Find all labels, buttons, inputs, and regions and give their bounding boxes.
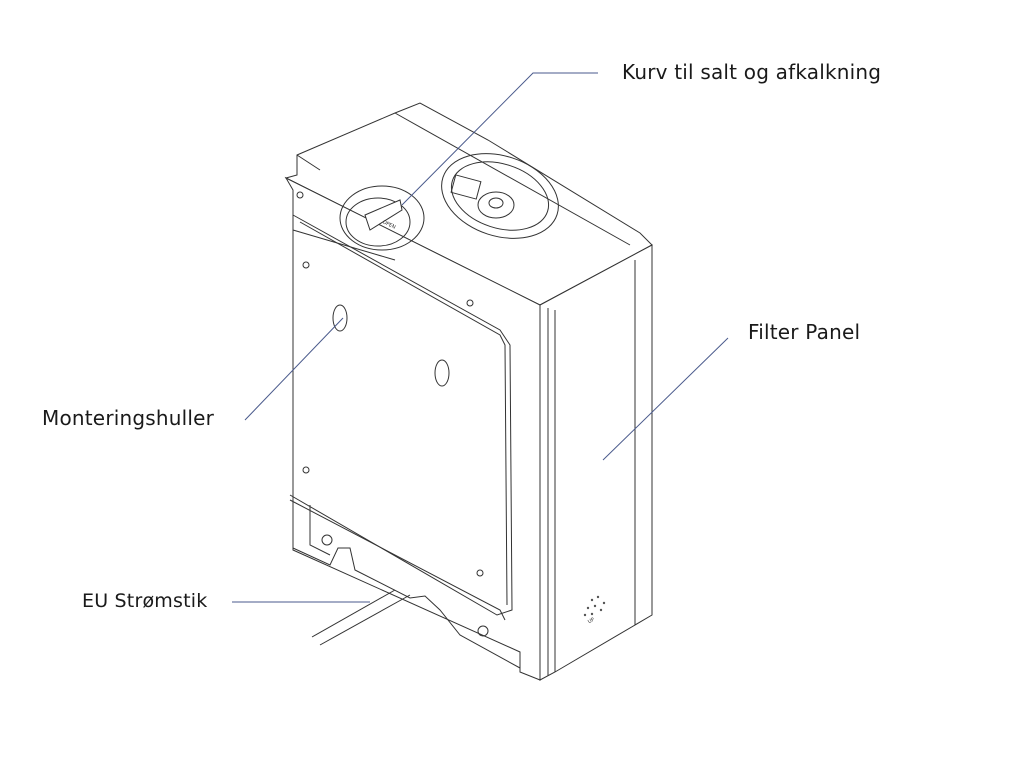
leader-basket [401,72,598,206]
label-filter-panel: Filter Panel [748,320,861,344]
device-outline [284,102,653,681]
vent-dots [583,595,606,617]
leader-lines [232,72,729,603]
label-power-plug: EU Strømstik [82,590,208,612]
label-basket: Kurv til salt og afkalkning [622,60,882,84]
leader-filter-panel [602,337,729,461]
leader-mounting-holes [244,317,344,421]
label-mounting-holes: Monteringshuller [42,406,215,430]
